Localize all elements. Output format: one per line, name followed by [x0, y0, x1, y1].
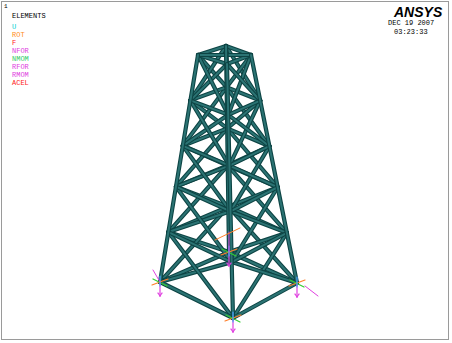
legend-text: NMOM — [12, 56, 29, 63]
member-outline — [251, 55, 297, 283]
member-outline — [176, 187, 231, 212]
legend-text: RFOR — [12, 64, 29, 71]
force-arrowhead — [160, 293, 162, 296]
member — [183, 115, 228, 146]
force-arrowhead — [297, 294, 299, 297]
member-outline — [228, 101, 260, 115]
member-outline — [190, 100, 228, 114]
member — [160, 282, 233, 318]
member — [229, 166, 277, 188]
member-outline — [228, 165, 278, 187]
member — [230, 211, 286, 233]
plot-date: DEC 19 2007 — [388, 20, 434, 27]
force-arrow — [153, 270, 160, 282]
member — [190, 100, 228, 114]
member-outline — [160, 55, 198, 282]
member-outline — [228, 207, 297, 283]
legend-text: F — [12, 40, 16, 47]
member — [228, 207, 297, 283]
member — [183, 146, 230, 166]
member-outline — [229, 166, 277, 188]
force-arrow — [229, 232, 230, 252]
plot-title: ELEMENTS — [12, 13, 46, 20]
member-outline — [232, 262, 297, 283]
legend-text: NFOR — [12, 48, 29, 55]
legend-text: ROT — [12, 32, 25, 39]
legend-text: U — [12, 24, 16, 31]
member-outline — [230, 187, 277, 211]
member-outline — [227, 64, 233, 318]
member-outline — [183, 146, 230, 166]
plot-time: 03:23:33 — [394, 29, 428, 36]
member — [232, 262, 297, 283]
member-outline — [183, 115, 228, 146]
member-outline — [232, 233, 287, 262]
member-outline — [229, 146, 269, 165]
member — [227, 64, 233, 318]
member — [251, 55, 297, 283]
member — [232, 233, 287, 262]
member-outline — [230, 211, 286, 233]
member — [233, 283, 297, 318]
force-arrowhead — [229, 263, 231, 266]
member — [229, 146, 269, 165]
member — [228, 101, 260, 115]
legend-text: ACEL — [12, 80, 29, 87]
member — [176, 187, 231, 212]
displacement-constraint — [296, 277, 297, 287]
window-number: 1 — [4, 4, 8, 10]
member — [160, 55, 198, 282]
legend-text: RMOM — [12, 72, 29, 79]
rotation-constraint — [215, 228, 240, 240]
force-arrow — [305, 286, 318, 296]
member — [230, 187, 277, 211]
displacement-constraint — [232, 312, 233, 322]
member-outline — [168, 232, 233, 318]
member — [168, 232, 233, 318]
member-outline — [160, 282, 233, 318]
member — [228, 165, 278, 187]
force-arrowhead — [233, 329, 235, 332]
member-outline — [233, 283, 297, 318]
logo: ANSYS — [394, 5, 442, 19]
